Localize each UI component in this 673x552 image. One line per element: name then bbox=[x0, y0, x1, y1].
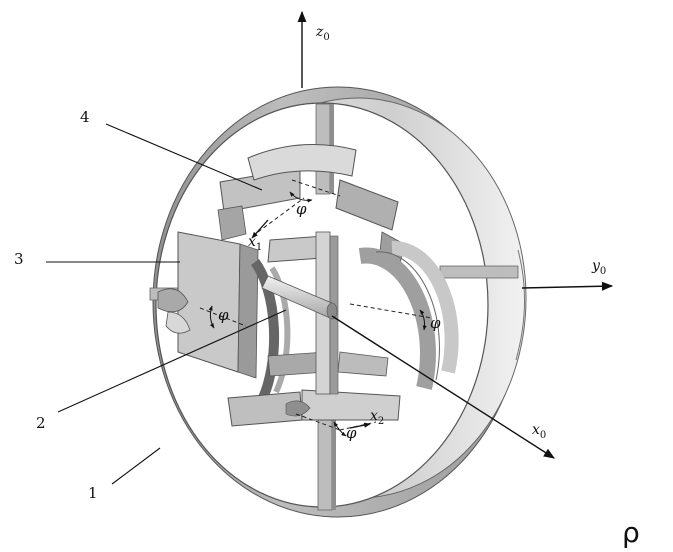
x2-axis-label: x2 bbox=[370, 408, 384, 427]
right-arc-segment bbox=[358, 240, 459, 390]
rotor-shaft bbox=[261, 275, 338, 320]
upper-segment bbox=[217, 144, 405, 265]
x0-axis-arrow bbox=[331, 315, 555, 459]
y0-axis-arrow bbox=[521, 281, 614, 291]
angle-label-right: φ bbox=[430, 314, 441, 332]
z0-axis-label: z0 bbox=[315, 24, 330, 43]
angle-label-top: φ bbox=[296, 200, 307, 218]
x2-arrow bbox=[349, 422, 371, 429]
x1-axis-label: x1 bbox=[248, 234, 262, 253]
angle-label-left: φ bbox=[218, 306, 229, 324]
x1-arrow bbox=[251, 219, 269, 239]
angle-arcs bbox=[208, 191, 427, 437]
part-label-1: 1 bbox=[88, 484, 98, 502]
part-label-3: 3 bbox=[14, 250, 24, 268]
y0-axis-label: y0 bbox=[591, 258, 606, 277]
part-label-2: 2 bbox=[36, 414, 46, 432]
corner-symbol: ρ bbox=[622, 516, 640, 549]
angle-label-bottom: φ bbox=[346, 424, 357, 442]
leader-lines bbox=[46, 123, 287, 485]
x0-axis-label: x0 bbox=[532, 422, 546, 441]
part-label-4: 4 bbox=[80, 108, 90, 126]
lower-segment bbox=[227, 351, 401, 427]
